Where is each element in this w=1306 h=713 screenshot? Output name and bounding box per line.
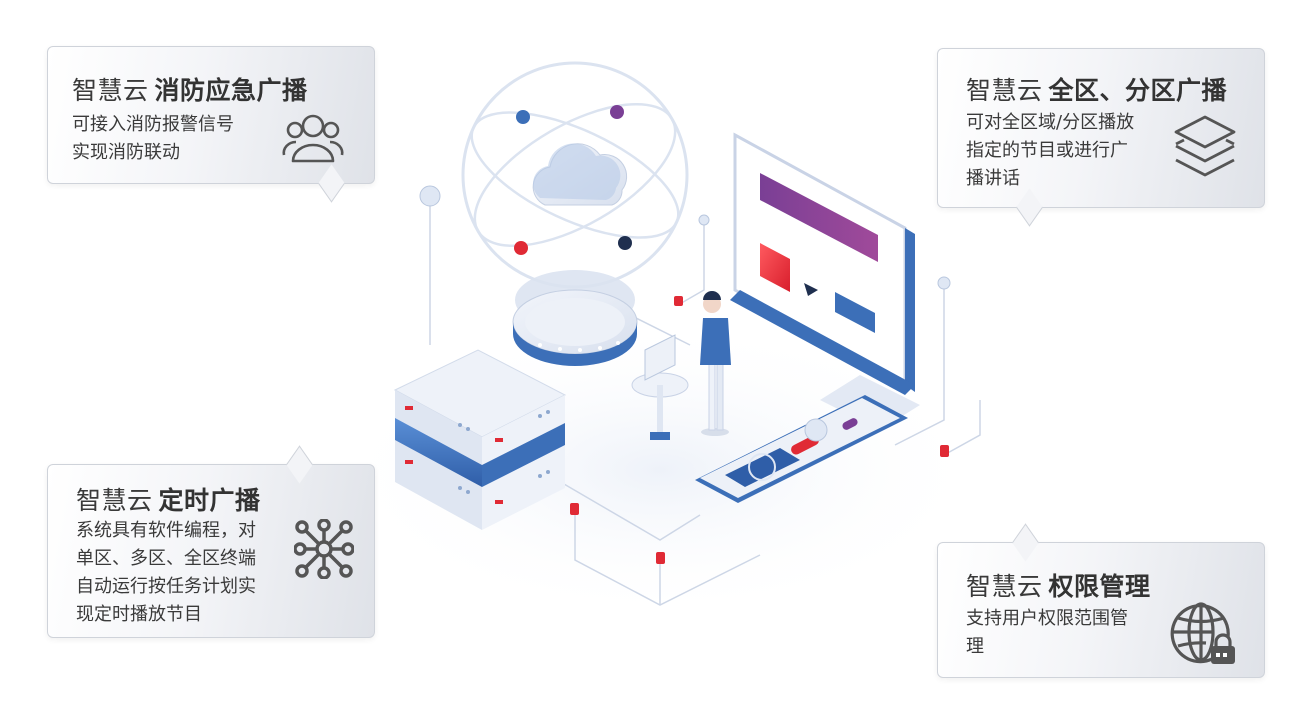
- cloud-globe: [461, 61, 689, 366]
- callout-description: 系统具有软件编程，对 单区、多区、全区终端 自动运行按任务计划实 现定时播放节目: [76, 517, 256, 629]
- description-line: 可对全区域/分区播放: [966, 112, 1135, 133]
- users-icon: [282, 114, 344, 163]
- callout-zone-broadcast: 智慧云全区、分区广播 可对全区域/分区播放 指定的节目或进行广 播讲话: [937, 48, 1265, 227]
- callout-brand: 智慧云: [966, 572, 1043, 601]
- side-table: [631, 334, 689, 440]
- callout-permission-management: 智慧云权限管理 支持用户权限范围管 理: [937, 523, 1265, 678]
- callout-fire-emergency: 智慧云消防应急广播 可接入消防报警信号 实现消防联动: [47, 46, 375, 203]
- description-line: 指定的节目或进行广: [966, 140, 1128, 161]
- description-line: 现定时播放节目: [76, 604, 202, 625]
- description-line: 系统具有软件编程，对: [76, 520, 256, 541]
- callout-title: 智慧云全区、分区广播: [966, 71, 1227, 107]
- callout-title: 智慧云消防应急广播: [72, 71, 308, 107]
- callout-title: 智慧云权限管理: [966, 567, 1151, 603]
- callout-timed-broadcast: 智慧云定时广播 系统具有软件编程，对 单区、多区、全区终端 自动运行按任务计划实…: [47, 445, 375, 638]
- smartphone: [695, 395, 908, 503]
- server-rack: [393, 349, 567, 530]
- callout-feature: 消防应急广播: [154, 76, 308, 105]
- network-icon: [294, 519, 354, 579]
- layers-icon: [1174, 115, 1236, 177]
- callout-description: 可接入消防报警信号 实现消防联动: [72, 111, 234, 167]
- description-line: 可接入消防报警信号: [72, 114, 234, 135]
- callout-feature: 全区、分区广播: [1048, 76, 1228, 105]
- description-line: 自动运行按任务计划实: [76, 576, 256, 597]
- callout-brand: 智慧云: [966, 76, 1043, 105]
- callout-feature: 定时广播: [158, 486, 261, 515]
- callout-feature: 权限管理: [1048, 572, 1151, 601]
- callout-brand: 智慧云: [72, 76, 149, 105]
- callout-description: 可对全区域/分区播放 指定的节目或进行广 播讲话: [966, 109, 1134, 193]
- callout-brand: 智慧云: [76, 486, 153, 515]
- callout-title: 智慧云定时广播: [76, 481, 261, 517]
- callout-description: 支持用户权限范围管 理: [966, 605, 1128, 661]
- description-line: 单区、多区、全区终端: [76, 548, 256, 569]
- person-figure: [700, 291, 731, 436]
- description-line: 理: [966, 636, 984, 657]
- description-line: 实现消防联动: [72, 142, 180, 163]
- network-pins: [419, 185, 951, 564]
- description-line: 播讲话: [966, 168, 1020, 189]
- description-line: 支持用户权限范围管: [966, 608, 1128, 629]
- monitor: [730, 132, 920, 430]
- globe-lock-icon: [1170, 602, 1235, 664]
